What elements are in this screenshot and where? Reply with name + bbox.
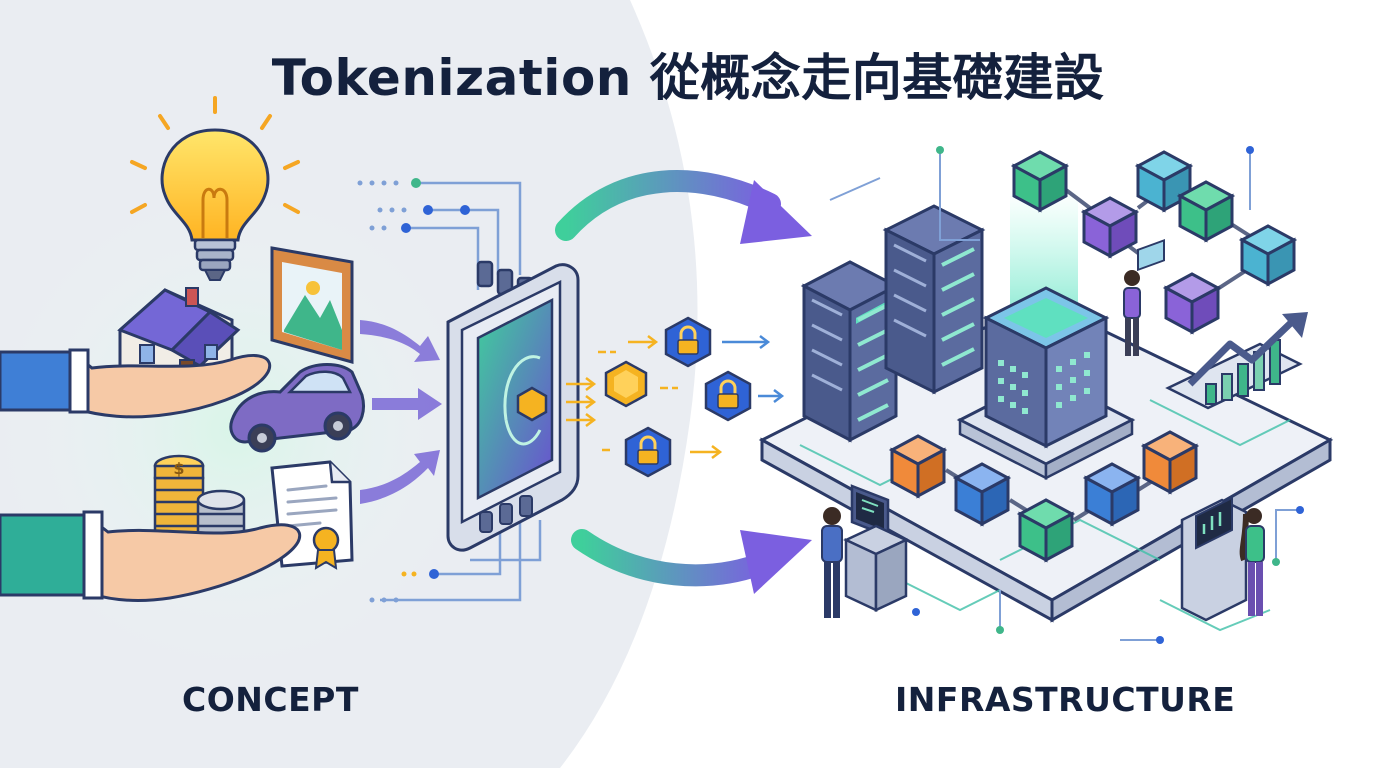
concept-label: CONCEPT xyxy=(182,680,359,719)
data-tower xyxy=(956,190,1136,481)
hand-bottom-icon xyxy=(0,510,302,602)
token-stream-arrows xyxy=(566,335,723,459)
block-cube xyxy=(1016,498,1076,563)
infra-dots xyxy=(912,146,1304,644)
car-icon xyxy=(229,363,365,453)
block-cube xyxy=(1238,224,1298,287)
blockchain-top xyxy=(1010,150,1298,335)
dollar-sign-label: $ xyxy=(173,459,184,478)
block-cube xyxy=(1134,150,1194,213)
infra-network-lines xyxy=(829,150,1300,641)
infrastructure-label: INFRASTRUCTURE xyxy=(895,680,1236,719)
blockchain-bottom xyxy=(888,430,1200,563)
dashes xyxy=(598,350,678,452)
token-hex-icon xyxy=(604,360,648,408)
block-cube xyxy=(888,434,948,499)
block-cube xyxy=(1010,150,1070,213)
block-cube xyxy=(1140,430,1200,495)
server-rack-left xyxy=(800,260,900,443)
lock-token-icon xyxy=(704,370,752,422)
growth-chart-icon xyxy=(1165,312,1308,410)
operator-right-person-icon xyxy=(1180,496,1265,622)
engineer-top-person-icon xyxy=(1123,238,1165,356)
lightbulb-icon xyxy=(130,96,300,281)
block-cube xyxy=(952,462,1012,527)
lock-token-icon xyxy=(664,316,712,368)
circuit-dots xyxy=(357,178,470,603)
lock-token-icon xyxy=(624,426,672,478)
artwork-icon xyxy=(270,246,354,364)
input-arrows xyxy=(360,320,442,504)
page-title: Tokenization 從概念走向基礎建設 xyxy=(271,49,1105,107)
flow-arrow-top xyxy=(555,170,812,244)
flow-arrow-bottom xyxy=(571,529,812,594)
block-cube xyxy=(1176,180,1236,243)
token-stream-blue-arrows xyxy=(722,335,785,403)
coins-icon: $ xyxy=(153,454,246,552)
block-cube xyxy=(1080,196,1140,259)
tokenizer-device xyxy=(446,260,580,552)
engineer-left-person-icon xyxy=(821,484,909,618)
block-cube xyxy=(1162,272,1222,335)
block-cube xyxy=(1082,462,1142,527)
hand-top-icon xyxy=(0,348,272,419)
circuit-lines xyxy=(380,181,542,602)
server-rack-middle xyxy=(882,204,986,395)
